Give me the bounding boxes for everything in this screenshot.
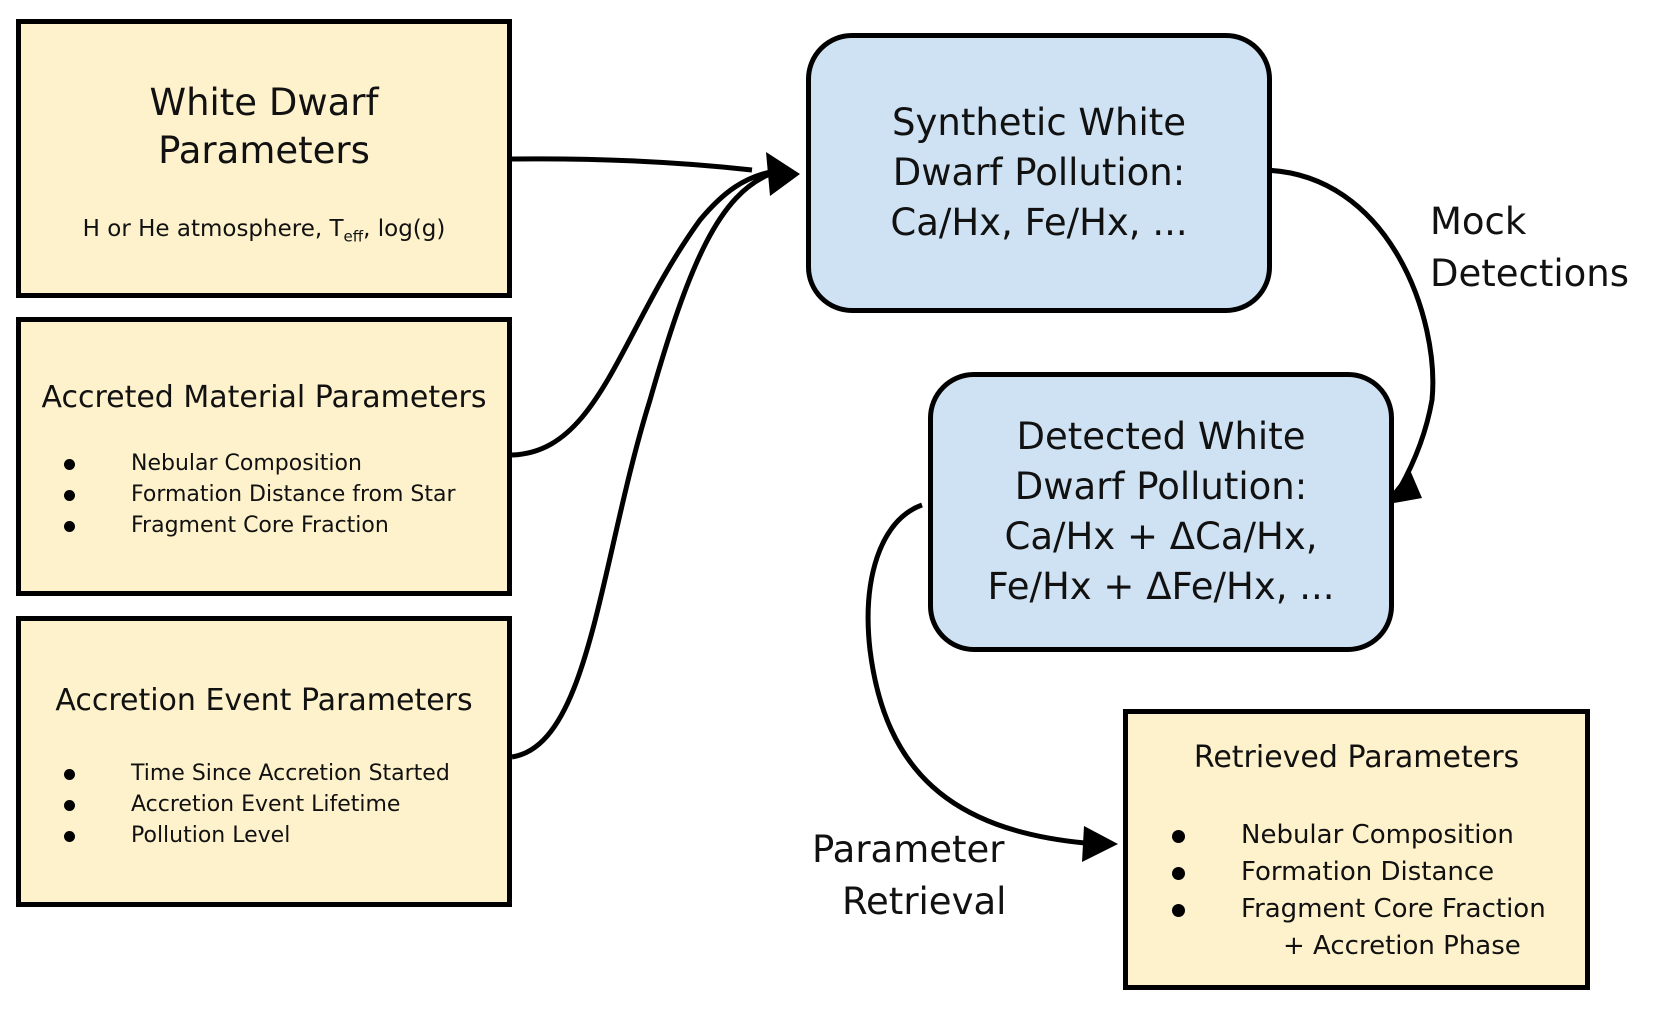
detected-pollution-box: Detected White Dwarf Pollution: Ca/Hx + … [928,372,1394,652]
synthetic-pollution-box: Synthetic White Dwarf Pollution: Ca/Hx, … [806,33,1272,313]
subtitle-prefix: H or He atmosphere, T [82,216,344,242]
list-item: Time Since Accretion Started [21,758,450,789]
list-item: Pollution Level [21,820,450,851]
detected-line1: Detected White [1016,415,1306,458]
bullet-icon [1172,867,1185,880]
retrieved-list: Nebular Composition Formation Distance F… [1128,817,1546,965]
mock-detections-label-line2: Detections [1430,252,1630,295]
arrow-accretion-event-to-synthetic [511,171,771,760]
accreted-material-title: Accreted Material Parameters [41,380,487,415]
bullet-icon [64,831,75,842]
arrow-accreted-to-synthetic [511,169,771,458]
accretion-event-title: Accretion Event Parameters [55,683,473,718]
bullet-icon [64,521,75,532]
accretion-event-list: Time Since Accretion Started Accretion E… [21,758,450,851]
arrowhead-synthetic-in [766,152,800,196]
arrow-detected-to-retrieved [865,502,1086,846]
list-item: Formation Distance [1128,854,1546,891]
parameter-retrieval-label-line1: Parameter [812,828,1005,871]
white-dwarf-title-line1: White Dwarf [149,81,379,124]
white-dwarf-parameters-box: White Dwarf Parameters H or He atmospher… [16,19,512,298]
detected-line4: Fe/Hx + ΔFe/Hx, ... [987,565,1335,608]
white-dwarf-subtitle: H or He atmosphere, Teff, log(g) [21,214,507,252]
list-item: Accretion Event Lifetime [21,789,450,820]
white-dwarf-title-line2: Parameters [158,129,370,172]
list-item: Formation Distance from Star [21,479,456,510]
bullet-icon [64,490,75,501]
detected-line3: Ca/Hx + ΔCa/Hx, [1004,515,1318,558]
accretion-event-parameters-box: Accretion Event Parameters Time Since Ac… [16,616,512,907]
list-item: Fragment Core Fraction [1128,891,1546,928]
accreted-material-parameters-box: Accreted Material Parameters Nebular Com… [16,317,512,596]
arrowhead-retrieved-in [1082,826,1118,862]
mock-detections-label-line1: Mock [1430,200,1527,243]
synthetic-line3: Ca/Hx, Fe/Hx, ... [890,201,1188,244]
subtitle-subscript: eff [343,227,364,246]
synthetic-line2: Dwarf Pollution: [892,151,1186,194]
parameter-retrieval-label-line2: Retrieval [842,880,1007,923]
list-item: Fragment Core Fraction [21,510,456,541]
list-item: Nebular Composition [21,448,456,479]
retrieved-parameters-box: Retrieved Parameters Nebular Composition… [1123,709,1590,990]
bullet-icon [64,800,75,811]
bullet-icon [1172,830,1185,843]
retrieved-title: Retrieved Parameters [1193,740,1520,775]
list-item-continuation: + Accretion Phase [1283,931,1521,961]
arrow-synthetic-to-detected [1261,167,1436,490]
list-item: Nebular Composition [1128,817,1546,854]
bullet-icon [1172,904,1185,917]
subtitle-suffix: , log(g) [363,216,446,242]
bullet-icon [64,769,75,780]
synthetic-line1: Synthetic White [891,101,1187,144]
detected-line2: Dwarf Pollution: [1014,465,1308,508]
accreted-material-list: Nebular Composition Formation Distance f… [21,448,456,541]
arrow-white-dwarf-to-synthetic [511,156,753,173]
bullet-icon [64,459,75,470]
